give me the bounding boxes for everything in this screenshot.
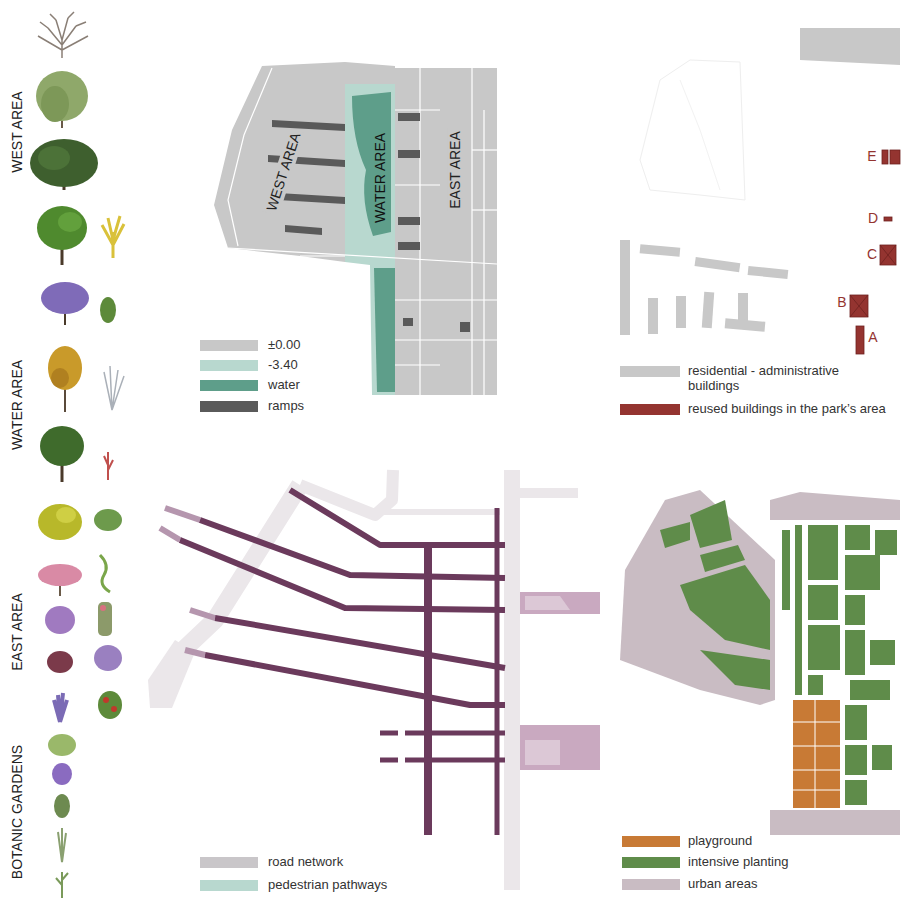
buildings-plan xyxy=(620,28,900,354)
legend-text: ramps xyxy=(268,399,304,414)
building-letter: D xyxy=(868,211,878,226)
legend-swatch xyxy=(200,360,258,371)
legend-swatch xyxy=(200,380,258,391)
area-label: EAST AREA xyxy=(447,128,464,212)
legend-swatch xyxy=(200,401,258,412)
legend-text: ±0.00 xyxy=(268,338,300,353)
legend-swatch xyxy=(200,340,258,351)
legend-swatch xyxy=(622,857,680,868)
legend-text: -3.40 xyxy=(268,358,298,373)
legend-swatch xyxy=(620,366,680,377)
legend-text: water xyxy=(268,378,300,393)
area-label: WEST AREA xyxy=(262,128,306,217)
building-letter: B xyxy=(837,295,846,310)
legend-swatch xyxy=(200,857,258,868)
planting-plan xyxy=(620,490,900,835)
legend-text: urban areas xyxy=(688,877,757,892)
circulation-plan xyxy=(148,470,600,890)
legend-text: intensive planting xyxy=(688,855,788,870)
legend-text: reused buildings in the park’s area xyxy=(688,402,886,417)
side-heading: WEST AREA xyxy=(10,91,25,172)
plant-palette xyxy=(30,12,124,898)
area-label: WATER AREA xyxy=(373,133,388,223)
legend-swatch xyxy=(620,404,680,415)
building-letter: C xyxy=(867,247,877,262)
legend-swatch xyxy=(622,879,680,890)
side-heading: WATER AREA xyxy=(10,360,25,450)
legend-text: road network xyxy=(268,855,343,870)
legend-text: pedestrian pathways xyxy=(268,878,387,893)
legend-text: playground xyxy=(688,834,752,849)
building-letter: E xyxy=(867,149,876,164)
legend-swatch xyxy=(200,880,258,891)
side-heading: EAST AREA xyxy=(10,593,25,671)
side-heading: BOTANIC GARDENS xyxy=(10,745,25,879)
legend-swatch xyxy=(622,836,680,847)
legend-text: residential - administrative buildings xyxy=(688,364,878,394)
building-letter: A xyxy=(868,330,877,345)
